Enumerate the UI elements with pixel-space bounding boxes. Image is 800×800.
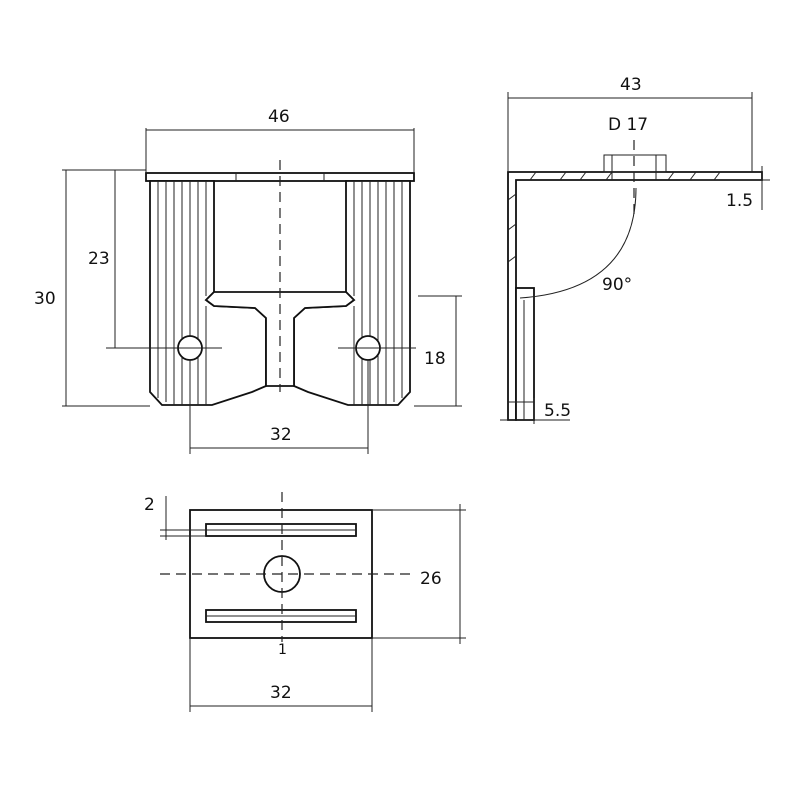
top-rib-label: 2 [144,495,155,515]
side-plate-hatch [507,171,721,263]
top-depth-label: 26 [420,569,442,589]
side-view: 90° 43 D 17 1.5 5.5 [500,75,770,424]
side-vertical-tab [515,287,535,421]
side-angle-label: 90° [602,275,632,295]
front-width-label: 46 [268,107,290,127]
side-angle-arc [519,187,637,299]
top-center-mark: 1 [278,642,287,658]
side-hole-mark [603,154,667,173]
side-hole-label: D 17 [608,115,648,135]
top-width-label: 32 [270,683,292,703]
front-slot-height-label: 23 [88,249,110,269]
front-right-ribs [353,181,403,405]
side-thickness-label: 1.5 [726,191,753,211]
top-view: 1 2 26 32 [144,492,466,712]
side-leg-label: 5.5 [544,401,571,421]
front-view: 46 30 23 18 32 [34,107,462,454]
side-length-label: 43 [620,75,642,95]
front-hole-height-label: 18 [424,349,446,369]
front-height-label: 30 [34,289,56,309]
front-hole-spacing-label: 32 [270,425,292,445]
front-left-ribs [157,181,207,405]
